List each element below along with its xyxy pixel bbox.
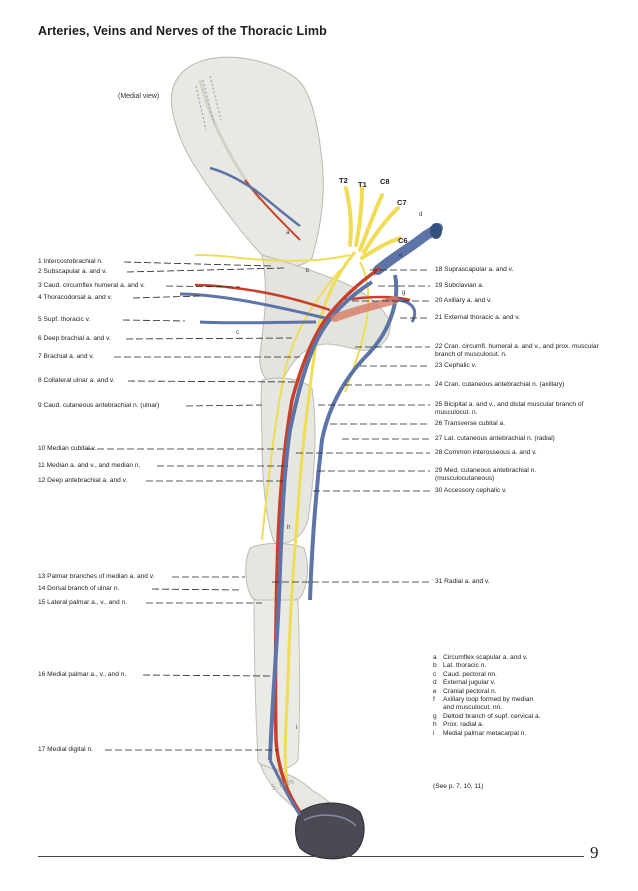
label-22: 22 Cran. circumfl. humeral a. and v., an… bbox=[435, 343, 599, 358]
marker-i: i bbox=[296, 725, 297, 731]
label-2: 2 Subscapular a. and v. bbox=[38, 268, 107, 275]
left-leader-lines bbox=[87, 261, 300, 751]
page-title: Arteries, Veins and Nerves of the Thorac… bbox=[38, 24, 327, 38]
marker-b: b bbox=[306, 268, 310, 274]
vertebra-t1: T1 bbox=[358, 180, 367, 189]
right-leader-lines bbox=[272, 269, 430, 583]
label-31: 31 Radial a. and v. bbox=[435, 578, 490, 585]
label-30: 30 Accessory cephalic v. bbox=[435, 487, 507, 494]
marker-c: c bbox=[236, 330, 239, 336]
label-14: 14 Dorsal branch of ulnar n. bbox=[38, 585, 120, 592]
label-23: 23 Cephalic v. bbox=[435, 362, 477, 369]
see-reference: (See p. 7, 10, 11) bbox=[433, 783, 484, 790]
vertebra-c7: C7 bbox=[397, 198, 407, 207]
marker-d: d bbox=[419, 212, 422, 218]
label-26: 26 Transverse cubital a. bbox=[435, 420, 506, 427]
brachial-plexus-nerves bbox=[344, 186, 402, 260]
label-29: 29 Med. cutaneous antebrachial n. (muscu… bbox=[435, 467, 537, 482]
label-9: 9 Caud. cutaneous antebrachial n. (ulnar… bbox=[38, 402, 160, 409]
marker-f: f bbox=[374, 272, 376, 278]
legend-row: and musculocut. nn. bbox=[443, 704, 503, 712]
label-16: 16 Medial palmar a., v., and n. bbox=[38, 671, 127, 678]
external-jugular-vein bbox=[373, 223, 443, 275]
label-15: 15 Lateral palmar a., v., and n. bbox=[38, 599, 127, 606]
label-17: 17 Medial digital n. bbox=[38, 746, 93, 753]
marker-e: e bbox=[399, 253, 403, 259]
label-5: 5 Supf. thoracic v. bbox=[38, 316, 91, 323]
marker-a: a bbox=[286, 230, 290, 236]
page-number: 9 bbox=[590, 843, 599, 862]
label-20: 20 Axillary a. and v. bbox=[435, 297, 492, 304]
brachial-artery bbox=[273, 266, 382, 814]
label-4: 4 Thoracodorsal a. and v. bbox=[38, 294, 113, 301]
vertebra-c8: C8 bbox=[380, 177, 390, 186]
vertebra-c6: C6 bbox=[398, 236, 408, 245]
label-24: 24 Cran. cutaneous antebrachial n. (axil… bbox=[435, 381, 565, 388]
label-10: 10 Median cubital v. bbox=[38, 445, 97, 452]
label-13: 13 Palmar branches of median a. and v. bbox=[38, 573, 155, 580]
label-1: 1 Intercostobrachial n. bbox=[38, 258, 103, 265]
label-27: 27 Lat. cutaneous antebrachial n. (radia… bbox=[435, 435, 555, 442]
vertebra-t2: T2 bbox=[339, 176, 348, 185]
scapula bbox=[170, 56, 324, 267]
label-21: 21 External thoracic a. and v. bbox=[435, 314, 520, 321]
label-8: 8 Collateral ulnar a. and v. bbox=[38, 377, 115, 384]
label-19: 19 Subclavian a. bbox=[435, 282, 484, 289]
view-label: (Medial view) bbox=[118, 93, 160, 100]
brachial-vein bbox=[268, 280, 374, 761]
label-12: 12 Deep antebrachial a. and v. bbox=[38, 477, 128, 484]
label-6: 6 Deep brachial a. and v. bbox=[38, 335, 111, 342]
label-28: 28 Common interosseous a. and v. bbox=[435, 449, 537, 456]
footer-rule bbox=[38, 856, 584, 857]
marker-g: g bbox=[402, 290, 405, 296]
label-3: 3 Caud. circumflex humeral a. and v. bbox=[38, 282, 145, 289]
label-7: 7 Brachial a. and v. bbox=[38, 353, 94, 360]
hoof bbox=[295, 802, 365, 860]
marker-h: h bbox=[287, 525, 290, 531]
label-11: 11 Median a. and v., and median n. bbox=[38, 462, 141, 469]
label-25: 25 Bicipital a. and v., and distal muscu… bbox=[435, 401, 584, 416]
cephalic-vein bbox=[308, 274, 399, 601]
label-18: 18 Suprascapular a. and v. bbox=[435, 266, 514, 273]
